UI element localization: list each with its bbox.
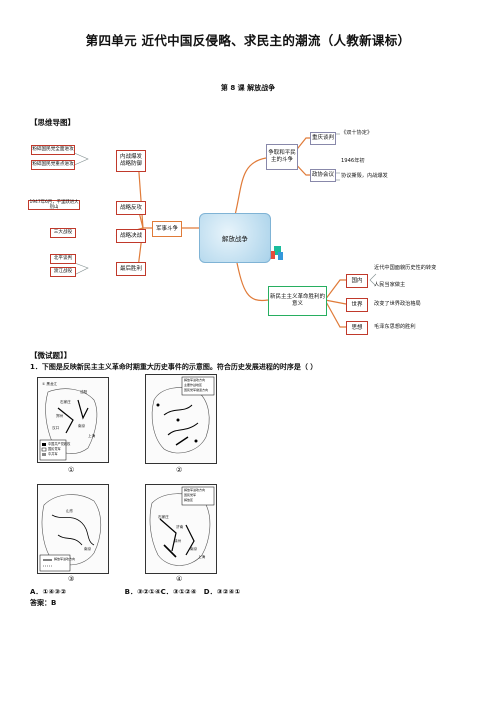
map-3-caption: ③ (68, 575, 75, 583)
counter-note-label: 1947年6月，千里跃进大别山 (29, 199, 79, 210)
node-counter-label: 战略反攻 (119, 204, 142, 211)
center-label: 解放战争 (222, 235, 248, 243)
map-4-legend-2: 国民党军 (184, 493, 197, 497)
map-1-legend-3: 中共军 (48, 452, 58, 456)
civil-war-note-1-label: 粉碎国民党全面进攻 (32, 147, 74, 153)
map-4-label-a: 石家庄 (158, 515, 169, 519)
node-decisive-label: 战略决战 (119, 232, 142, 239)
map-3-label-b: 南京 (84, 547, 92, 551)
map-4-caption: ④ (176, 575, 183, 583)
page-title: 第四单元 近代中国反侵略、求民主的潮流（人教新课标） (85, 33, 411, 48)
lesson-title: 第 8 课 解放战争 (220, 84, 276, 92)
node-significance: 新民主主义革命胜利的意义 (268, 286, 327, 316)
map-1-caption: ① (68, 466, 75, 474)
node-chongqing: 重庆谈判 (310, 132, 336, 145)
map-3-drawing (39, 494, 102, 572)
map-4-label-d: 南京 (190, 547, 198, 551)
map-4: 解放军进攻方向 国民党军 解放区 石家庄 济南 徐州 南京 上海 (145, 484, 217, 574)
civil-war-note-1: 粉碎国民党全面进攻 (31, 145, 75, 155)
map-4-label-b: 济南 (176, 525, 184, 529)
decisive-note-label: 三大战役 (53, 230, 73, 236)
map-4-label-e: 上海 (198, 555, 206, 559)
map-2-caption: ② (176, 466, 183, 474)
map-1-label-b: 沈阳 (80, 390, 88, 394)
mindmap-heading: 【思维导图】 (30, 118, 75, 127)
node-chongqing-label: 重庆谈判 (311, 135, 334, 142)
map-1: ① 黑龙江 沈阳 石家庄 郑州 汉口 南京 上海 中国共产党政权 国民党军 中共… (37, 377, 109, 463)
map-1-label-c: 石家庄 (60, 400, 71, 404)
map-4-legend-1: 解放军进攻方向 (184, 488, 206, 492)
quiz-heading: 【微试题】】 (30, 351, 72, 360)
final-note-2-label: 渡江战役 (53, 269, 73, 275)
node-thought-label: 思想 (351, 324, 363, 331)
node-world-label: 世界 (351, 301, 363, 308)
node-domestic-label: 国内 (351, 277, 363, 284)
quiz-answer: 答案：B (30, 599, 57, 607)
node-civil-war-label: 内战爆发 战略防御 (119, 154, 142, 167)
map-1-drawing (39, 388, 98, 461)
map-3-label-a: 山东 (66, 509, 74, 513)
map-2: 解放军进攻方向 主要作战地区 国民党军撤退方向 (145, 374, 217, 464)
pcc-note: 协议撕毁，内战爆发 (341, 173, 388, 179)
final-note-1: 北平谈判 (50, 254, 76, 264)
node-significance-label: 新民主主义革命胜利的意义 (269, 294, 325, 307)
map-2-legend-3: 国民党军撤退方向 (184, 388, 209, 392)
map-1-legend-1: 中国共产党政权 (48, 442, 71, 446)
map-3-legend-1: 解放军进攻方向 (54, 557, 76, 561)
counter-note: 1947年6月，千里跃进大别山 (28, 200, 80, 210)
map-4-label-c: 徐州 (174, 539, 182, 543)
node-military: 军事斗争 (152, 221, 182, 237)
map-1-label-e: 汉口 (52, 426, 60, 430)
node-struggle-label: 争取和平民主的斗争 (268, 150, 296, 163)
node-world: 世界 (346, 298, 368, 312)
map-1-label-g: 上海 (88, 434, 96, 438)
node-domestic: 国内 (346, 274, 368, 288)
node-counter: 战略反攻 (116, 201, 146, 215)
quiz-options: A．①④③② B．③②①④C．③①②④ D．③②④① (30, 588, 241, 596)
civil-war-note-2-label: 粉碎国民党重点进攻 (32, 162, 74, 168)
map-1-label-d: 郑州 (56, 414, 64, 418)
pcc-year: 1946年初 (341, 158, 365, 164)
chongqing-note: 《双十协定》 (341, 130, 373, 136)
world-note: 改变了世界政治格局 (374, 301, 421, 307)
map-4-legend-3: 解放区 (184, 498, 194, 502)
node-decisive: 战略决战 (116, 229, 146, 243)
node-struggle: 争取和平民主的斗争 (266, 144, 298, 170)
map-1-legend-2: 国民党军 (48, 447, 61, 451)
map-2-drawing (151, 376, 215, 454)
civil-war-note-2: 粉碎国民党重点进攻 (31, 160, 75, 170)
mindmap-lines (71, 133, 377, 328)
domestic-note-1: 近代中国面貌历史性的转变 (374, 265, 437, 271)
node-final: 最后胜利 (116, 262, 146, 276)
node-military-label: 军事斗争 (155, 225, 178, 232)
final-note-2: 渡江战役 (50, 267, 76, 277)
node-pcc: 政协会议 (310, 169, 336, 182)
node-civil-war: 内战爆发 战略防御 (116, 150, 146, 172)
map-1-label-f: 南京 (78, 424, 86, 428)
domestic-note-2: 人民当家做主 (374, 282, 406, 288)
node-pcc-label: 政协会议 (311, 172, 334, 179)
mindmap-center: 解放战争 (199, 213, 271, 263)
map-4-drawing (149, 486, 215, 566)
final-note-1-label: 北平谈判 (53, 256, 73, 262)
map-2-legend-2: 主要作战地区 (184, 383, 203, 387)
node-thought: 思想 (346, 321, 368, 335)
mindmap: 解放战争 争取和平民主的斗争 重庆谈判 《双十协定》 政协会议 1946年初 协… (28, 128, 468, 340)
decisive-note: 三大战役 (50, 228, 76, 238)
map-1-label-a: ① 黑龙江 (42, 382, 58, 386)
quiz-question: 1．下图是反映新民主主义革命时期重大历史事件的示意图。符合历史发展进程的时序是（… (30, 363, 318, 371)
node-final-label: 最后胜利 (119, 265, 142, 272)
map-3: 山东 南京 解放军进攻方向 (37, 484, 109, 574)
map-2-legend-1: 解放军进攻方向 (184, 378, 206, 382)
thought-note: 毛泽东思想的胜利 (374, 324, 416, 330)
